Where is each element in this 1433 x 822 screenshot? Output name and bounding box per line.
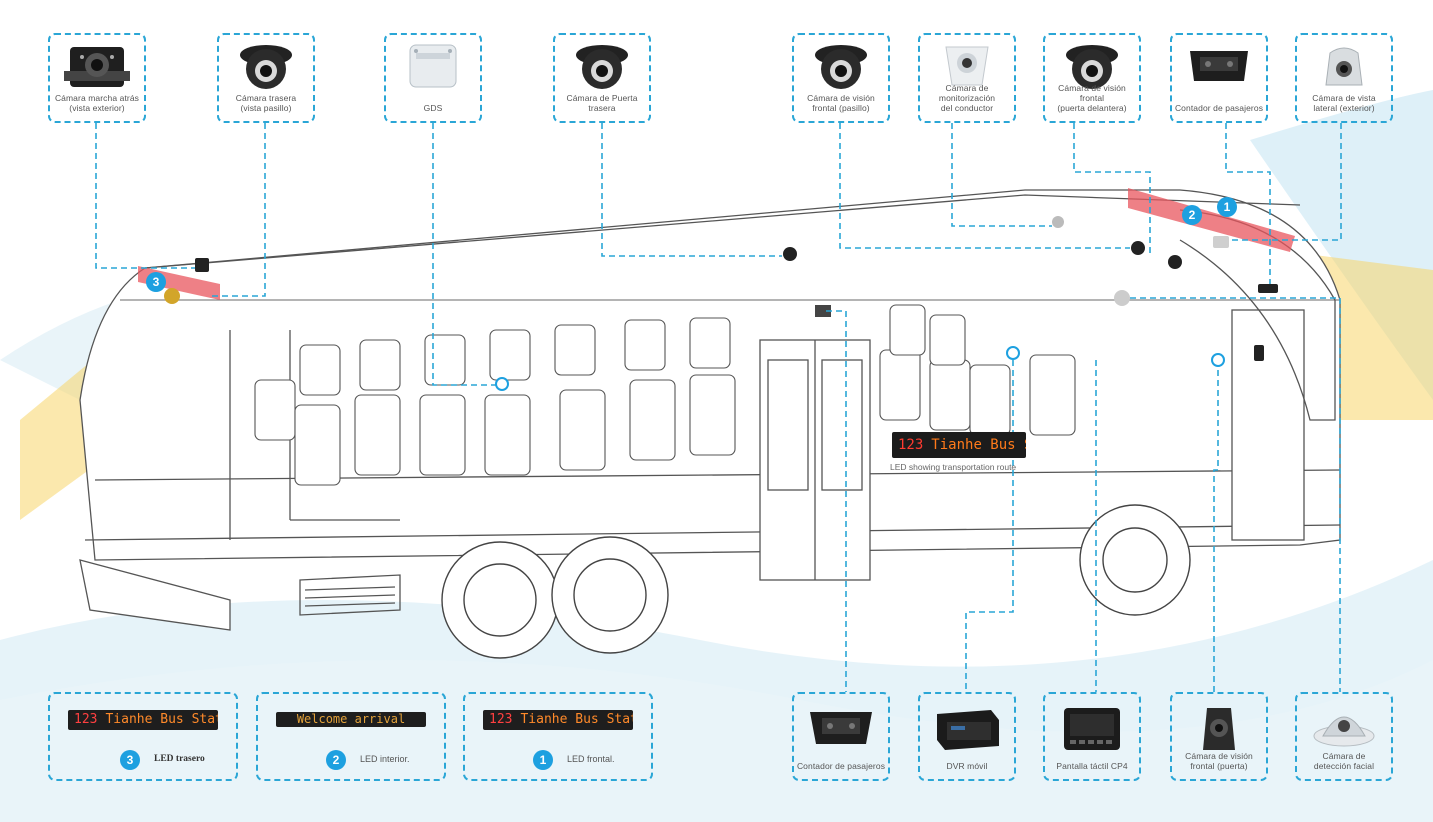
passenger-counter-icon <box>810 712 872 744</box>
device-label-line: frontal (puerta) <box>1190 761 1248 771</box>
device-label-line: Cámara trasera <box>235 93 297 103</box>
led-rear-label: LED trasero <box>154 754 205 764</box>
device-mobile-dvr: DVR móvil <box>918 692 1016 781</box>
dome-camera-icon <box>1066 45 1118 89</box>
device-label-line: (puerta delantera) <box>1057 103 1127 113</box>
dvr-location-ring <box>1006 346 1020 360</box>
device-label-line: Cámara de vista <box>1312 93 1376 103</box>
gds-location-ring <box>495 377 509 391</box>
device-label-line: Contador de pasajeros <box>796 761 886 771</box>
dome-camera-icon <box>240 45 292 89</box>
gds-box-icon <box>409 44 457 88</box>
device-label-line: del conductor <box>940 103 994 113</box>
dome-camera-icon <box>576 45 628 89</box>
side-camera-icon <box>1325 47 1363 86</box>
led-panel-interior: Welcome arrival 2 LED interior. <box>256 692 446 781</box>
device-label-line: Cámara de monitorización <box>938 83 996 103</box>
device-label-line: frontal (pasillo) <box>812 103 870 113</box>
marker-1: 1 <box>1217 197 1237 217</box>
device-label-line: (vista exterior) <box>69 103 125 113</box>
device-reverse-camera: Cámara marcha atrás(vista exterior) <box>48 33 146 123</box>
dvr-icon <box>937 710 999 750</box>
led-front-label: LED frontal. <box>567 754 615 764</box>
device-label-line: Cámara de visión frontal <box>1058 83 1126 103</box>
marker-3: 3 <box>146 272 166 292</box>
device-touch-screen: Pantalla táctil CP4 <box>1043 692 1141 781</box>
device-label-line: Cámara de <box>1322 751 1366 761</box>
dome-camera-icon <box>815 45 867 89</box>
device-passenger-counter-bottom: Contador de pasajeros <box>792 692 890 781</box>
vehicle-camera-icon <box>64 47 130 87</box>
device-label-line: Cámara de visión <box>807 93 875 103</box>
connector-lines <box>95 123 1342 692</box>
bus-led-caption: LED showing transportation route <box>890 462 1017 472</box>
device-front-door-camera-top: Cámara de visión frontal(puerta delanter… <box>1043 33 1141 123</box>
device-label-line: detección facial <box>1313 761 1375 771</box>
device-label-line: Contador de pasajeros <box>1174 103 1264 113</box>
face-detection-dome-icon <box>1313 716 1375 747</box>
device-gds: GDS <box>384 33 482 123</box>
led-front-number: 1 <box>533 750 553 770</box>
device-label-line: Pantalla táctil CP4 <box>1056 761 1128 771</box>
device-label-line: DVR móvil <box>946 761 988 771</box>
led-interior-number: 2 <box>326 750 346 770</box>
screen-location-ring <box>1211 353 1225 367</box>
device-rear-camera: Cámara trasera(vista pasillo) <box>217 33 315 123</box>
device-label-line: Cámara de visión <box>1185 751 1253 761</box>
led-interior-display: Welcome arrival <box>276 712 426 727</box>
marker-2: 2 <box>1182 205 1202 225</box>
device-label-line: Cámara de Puerta <box>566 93 638 103</box>
led-interior-label: LED interior. <box>360 754 410 764</box>
passenger-counter-icon <box>1190 51 1248 81</box>
device-label-line: lateral (exterior) <box>1313 103 1375 113</box>
wheels <box>441 504 1191 659</box>
device-label-line: Cámara marcha atrás <box>54 93 140 103</box>
door-camera-icon <box>1203 708 1235 750</box>
device-label-line: GDS <box>423 103 443 113</box>
seats <box>254 304 1076 486</box>
led-rear-number: 3 <box>120 750 140 770</box>
device-label-line: trasera <box>588 103 616 113</box>
bus-camera-marks <box>164 216 1278 361</box>
driver-camera-icon <box>945 46 989 86</box>
device-label-line: (vista pasillo) <box>240 103 292 113</box>
device-passenger-counter-top: Contador de pasajeros <box>1170 33 1268 123</box>
touch-screen-icon <box>1064 708 1120 750</box>
